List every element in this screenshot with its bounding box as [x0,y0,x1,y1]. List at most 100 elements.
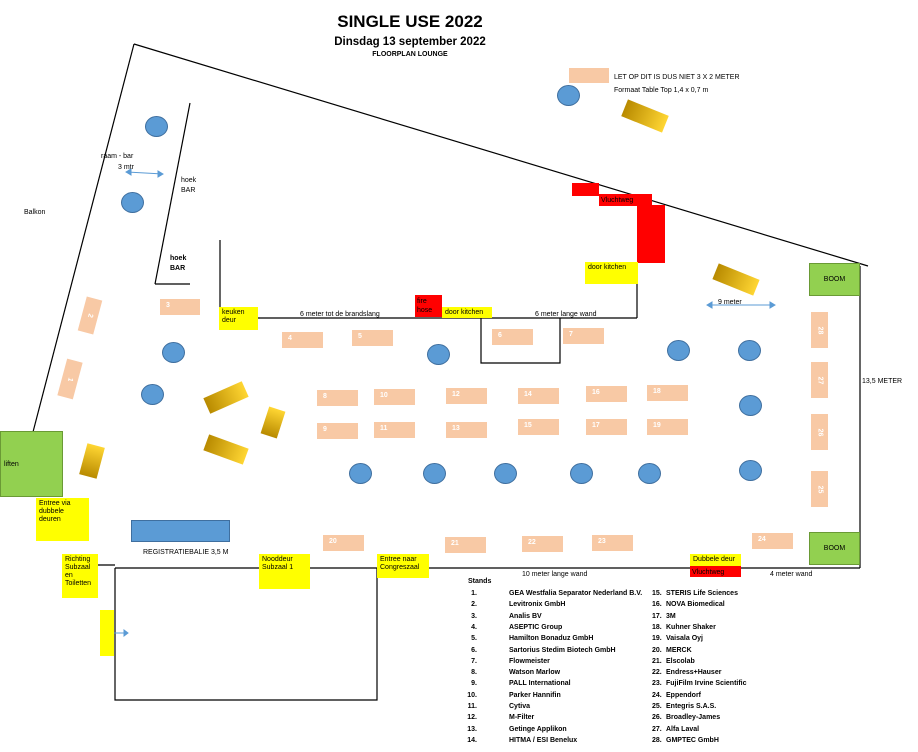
stand-8: 8 [317,390,358,406]
stand-23: 23 [592,535,633,551]
stand-11: 11 [374,422,415,438]
exit-vluchtweg-bottom: Vluchtweg [690,566,741,577]
legend-company: Analis BV [509,612,542,620]
legend-number: 21. [652,657,662,665]
page-date: Dinsdag 13 september 2022 [334,36,486,48]
stand-25: 25 [811,471,828,507]
stand-12: 12 [446,388,487,404]
nine-meter-label: 9 meter [718,299,742,306]
legend-company: FujiFilm Irvine Scientific [666,680,747,688]
round-table [427,344,450,365]
stand-27: 27 [811,362,828,398]
legend-company: STERIS Life Sciences [666,590,738,597]
round-table [162,342,185,363]
page-subtitle: FLOORPLAN LOUNGE [372,51,448,58]
legend-number: 7. [471,657,477,665]
legend-company: GEA Westfalia Separator Nederland B.V. [509,590,643,597]
stand-9: 9 [317,423,358,439]
legend-company: Hamilton Bonaduz GmbH [509,635,594,643]
keuken-deur: keuken deur [219,307,258,330]
dubbele-deur: Dubbele deur [690,554,741,566]
stand-number: 25 [815,485,823,493]
stand-number: 28 [815,326,823,334]
stand-number: 1 [66,376,74,382]
round-table [423,463,446,484]
fire-hose-label: fire hose [417,298,433,314]
legend-number: 13. [467,725,477,733]
stand-10: 10 [374,389,415,405]
registratiebalie-label: REGISTRATIEBALIE 3,5 M [143,549,229,556]
table-format-note: Formaat Table Top 1,4 x 0,7 m [614,87,709,94]
legend-company: Sartorius Stedim Biotech GmbH [509,646,616,654]
legend-company: GMPTEC GmbH [666,736,719,744]
round-table [557,85,580,106]
stand-5: 5 [352,330,393,346]
liften: liften [0,431,63,497]
stand-28: 28 [811,312,828,348]
stand-number: 27 [815,376,823,384]
door-kitchen-2: door kitchen [442,307,492,318]
legend-number: 23. [652,680,662,688]
ten-meter-label: 10 meter lange wand [522,571,588,578]
legend-number: 11. [467,703,477,710]
round-table [121,192,144,213]
thirteen-meter-label: 13,5 METER [862,378,903,385]
round-table [494,463,517,484]
stand-20: 20 [323,535,364,551]
balkon-label: Balkon [24,209,46,216]
legend-number: 14. [467,736,477,744]
raam-bar-label: raam - bar [101,153,134,160]
legend-title: Stands [468,578,492,585]
legend-number: 1. [471,590,477,597]
round-table [739,395,762,416]
four-meter-label: 4 meter wand [770,571,813,578]
stand-number: 26 [815,428,823,436]
legend-number: 18. [652,623,662,631]
legend-company: M-Filter [509,714,535,722]
legend-company: HITMA / ESI Benelux [509,736,578,744]
bar-label: BAR [181,187,196,194]
round-table [739,460,762,481]
legend-company: Endress+Hauser [666,669,722,677]
door-kitchen-1: door kitchen [585,262,638,284]
stand-3: 3 [160,299,200,315]
legend-number: 16. [652,601,662,609]
legend-company: Eppendorf [666,691,701,699]
stand-18: 18 [647,385,688,401]
boom-top: BOOM [809,263,860,296]
stand-19: 19 [647,419,688,435]
legend-number: 15. [652,590,662,597]
lange-wand-label: 6 meter lange wand [535,311,597,318]
stand-21: 21 [445,537,486,553]
legend-number: 22. [652,669,662,677]
legend-number: 4. [471,623,477,631]
legend-number: 28. [652,736,662,744]
legend-number: 5. [471,635,477,643]
richting-subzaal: Richting Subzaal en Toiletten [62,554,98,598]
hoek-bar-label-2: BAR [170,265,186,272]
legend-number: 17. [652,612,662,620]
legend-number: 25. [652,703,662,710]
legend-company: Levitronix GmbH [509,601,566,609]
round-table [570,463,593,484]
legend-company: Vaisala Oyj [666,635,703,643]
stand-16: 16 [586,386,627,402]
legend-company: Kuhner Shaker [666,623,716,631]
legend-company: Broadley-James [666,714,721,722]
stand-13: 13 [446,422,487,438]
legend-number: 20. [652,646,662,654]
legend-company: MERCK [666,646,692,654]
subzaal-door [100,610,114,656]
stand-4: 4 [282,332,323,348]
round-table [638,463,661,484]
stand-17: 17 [586,419,627,435]
page-title: SINGLE USE 2022 [337,12,483,31]
brandslang-label: 6 meter tot de brandslang [300,311,380,318]
stand-24: 24 [752,533,793,549]
stand-26: 26 [811,414,828,450]
round-table [667,340,690,361]
legend-company: Elscolab [666,657,695,665]
vluchtweg-bottom-label: Vluchtweg [692,569,725,576]
legend-number: 8. [471,669,477,677]
stand-22: 22 [522,536,563,552]
